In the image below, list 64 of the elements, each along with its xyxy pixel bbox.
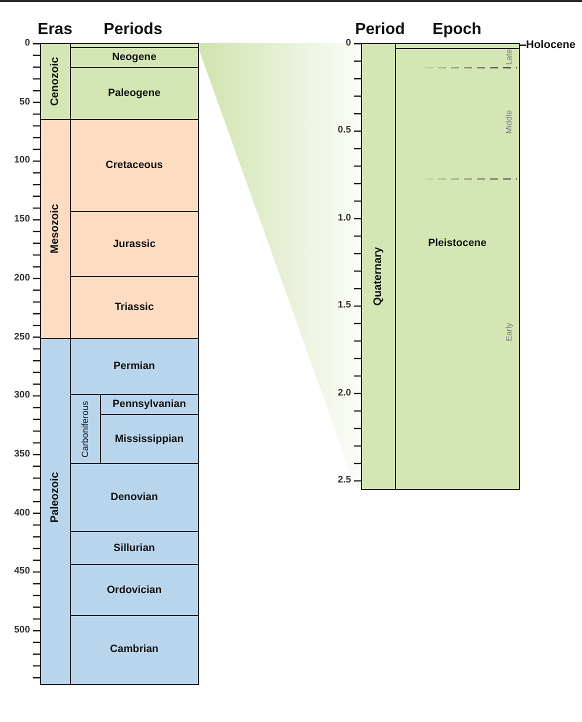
period-name: Sillurian [114, 542, 155, 554]
period-name: Denovian [110, 491, 158, 504]
epoch-band [395, 48, 520, 490]
epoch-band [395, 43, 520, 48]
period-band [70, 43, 198, 47]
period-name: Neogene [112, 51, 156, 64]
axis-label: 200 [14, 272, 30, 284]
column-header: Periods [104, 21, 162, 39]
axis-label: 250 [14, 331, 30, 342]
subperiod-name: Pennsylvanian [112, 398, 186, 411]
epoch-name: Holocene [526, 37, 576, 53]
column-header: Epoch [432, 21, 482, 39]
axis-label: 100 [14, 154, 30, 166]
period-name: Cretaceous [106, 159, 163, 172]
axis-label: 1.5 [338, 300, 351, 311]
period-name: Ordovician [106, 584, 162, 596]
axis-label: 450 [14, 566, 30, 577]
period-name: Jurassic [112, 238, 156, 250]
period-name: Triassic [114, 300, 154, 314]
axis-label: 400 [14, 507, 30, 518]
era-band [40, 43, 70, 119]
period-band [70, 531, 198, 564]
axis-label: 0 [24, 38, 30, 48]
period-band [70, 615, 198, 684]
period-name: Paleogene [108, 87, 161, 100]
subperiod-band [100, 414, 198, 463]
subperiod-band [100, 394, 198, 414]
leader-line [520, 44, 526, 46]
period-band [361, 43, 395, 490]
period-name: Cambrian [110, 643, 158, 656]
period-name: Carboniferous [79, 400, 91, 458]
period-name: Permian [114, 360, 155, 373]
period-band [70, 119, 198, 211]
era-name: Paleozoic [49, 472, 62, 522]
era-name: Cenozoic [49, 57, 62, 106]
axis-label: 350 [14, 448, 30, 460]
era-band [40, 119, 70, 338]
axis-label: 300 [14, 390, 30, 401]
axis-label: 150 [14, 214, 30, 225]
period-band [70, 338, 198, 394]
subepoch-label: Middle [504, 110, 514, 134]
axis-label: 2.0 [338, 387, 351, 398]
axis-label: 1.0 [338, 212, 351, 224]
axis-label: 50 [19, 96, 30, 108]
era-band [40, 338, 70, 684]
axis-label: 0.5 [338, 124, 351, 136]
subepoch-label: Early [504, 322, 514, 342]
period-band [70, 67, 198, 119]
period-name: Quaternary [372, 246, 385, 306]
period-band [70, 394, 100, 463]
epoch-name: Pleistocene [428, 236, 486, 250]
period-band [70, 276, 198, 338]
period-band [70, 47, 198, 67]
subperiod-name: Mississippian [114, 432, 184, 446]
subepoch-label: Late [504, 49, 514, 65]
period-band [70, 211, 198, 276]
column-header: Period [355, 21, 405, 39]
era-name: Mesozoic [49, 204, 62, 254]
period-band [70, 564, 198, 615]
axis-label: 2.5 [338, 474, 351, 486]
column-header: Eras [38, 21, 72, 39]
axis-label: 500 [14, 624, 30, 636]
axis-label: 0 [346, 38, 351, 48]
period-band [70, 463, 198, 531]
